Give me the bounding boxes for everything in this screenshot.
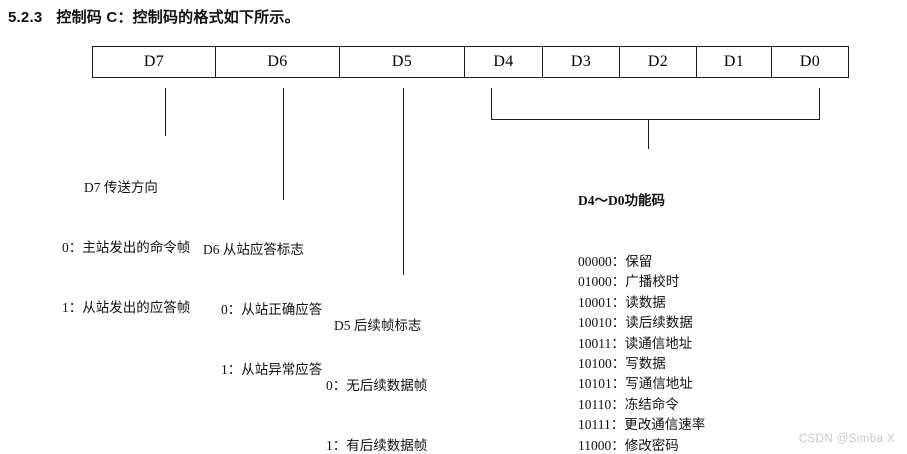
bit-cell-d3: D3 [543, 47, 620, 77]
function-code-separator: ： [611, 254, 626, 270]
function-code-row: 10010：读后续数据 [578, 313, 706, 333]
function-code-value: 10101 [578, 376, 612, 392]
function-code-row: 01000：广播校时 [578, 272, 706, 292]
function-code-description: 保留 [625, 254, 653, 270]
leader-line-d5 [403, 88, 404, 275]
function-code-value: 10001 [578, 294, 612, 310]
function-code-separator: ： [611, 335, 625, 351]
bracket-stem [648, 119, 649, 149]
note-d7-row-1: 1：从站发出的应答帧 [62, 300, 191, 315]
note-d6-row-0: 0：从站正确应答 [221, 302, 323, 317]
function-code-row: 10001：读数据 [578, 293, 706, 313]
note-d5-row-1: 1：有后续数据帧 [326, 438, 428, 453]
note-d7-title: D7 传送方向 [84, 180, 158, 195]
function-code-value: 10111 [578, 417, 611, 433]
function-code-value: 11000 [578, 437, 612, 453]
function-code-row: 10111：更改通信速率 [578, 415, 706, 435]
function-code-separator: ： [611, 437, 625, 453]
bit-cell-d5: D5 [340, 47, 465, 77]
function-code-list-title: D4～D0功能码 [578, 192, 665, 208]
function-code-separator: ： [611, 315, 626, 331]
bit-cell-d2: D2 [620, 47, 697, 77]
function-code-separator: ： [611, 376, 626, 392]
bit-cell-d6: D6 [216, 47, 340, 77]
watermark: CSDN @Simba X [798, 433, 895, 445]
function-code-separator: ： [610, 417, 625, 433]
bracket-horizontal-bar [491, 119, 820, 120]
function-code-row: 00000：保留 [578, 252, 706, 272]
function-code-value: 00000 [578, 254, 612, 270]
bit-cell-d4: D4 [465, 47, 543, 77]
function-code-description: 读通信地址 [624, 335, 693, 351]
function-code-description: 读后续数据 [625, 315, 693, 331]
bit-cell-d0: D0 [799, 53, 821, 70]
note-d6: D6 从站应答标志 0：从站正确应答 1：从站异常应答 [203, 200, 322, 420]
note-d5-title: D5 后续帧标志 [334, 318, 422, 333]
note-d7: D7 传送方向 0：主站发出的命令帧 1：从站发出的应答帧 [62, 138, 190, 358]
function-code-separator: ： [611, 274, 626, 290]
section-title: 控制码 C：控制码的格式如下所示。 [56, 9, 300, 26]
function-code-description: 写通信地址 [625, 376, 693, 392]
note-d6-row-1: 1：从站异常应答 [221, 362, 323, 377]
function-code-value: 10011 [578, 335, 612, 351]
note-d5: D5 后续帧标志 0：无后续数据帧 1：有后续数据帧 [326, 276, 427, 454]
bracket-left-arm [491, 88, 492, 120]
function-code-separator: ： [611, 356, 626, 372]
bracket-right-arm [819, 88, 820, 120]
function-code-description: 修改密码 [624, 437, 679, 453]
bit-cell-d7: D7 [93, 47, 216, 77]
function-code-separator: ： [611, 294, 626, 310]
function-code-description: 更改通信速率 [624, 417, 706, 433]
leader-line-d6 [283, 88, 284, 200]
note-d7-row-0: 0：主站发出的命令帧 [62, 240, 191, 255]
section-heading: 5.2.3 控制码 C：控制码的格式如下所示。 [8, 6, 300, 27]
function-code-description: 冻结命令 [624, 396, 679, 412]
bit-cell-d1: D1 [697, 47, 772, 77]
function-code-value: 10010 [578, 315, 612, 331]
note-d5-row-0: 0：无后续数据帧 [326, 378, 428, 393]
function-code-value: 10100 [578, 356, 612, 372]
leader-line-d7 [165, 88, 166, 136]
function-code-row: 10100：写数据 [578, 354, 706, 374]
note-d6-title: D6 从站应答标志 [203, 242, 304, 257]
function-code-row: 10110：冻结命令 [578, 395, 706, 415]
function-code-row: 10011：读通信地址 [578, 334, 706, 354]
function-code-value: 01000 [578, 274, 612, 290]
function-code-description: 读数据 [625, 294, 666, 310]
function-code-row: 11000：修改密码 [578, 436, 706, 454]
section-number: 5.2.3 [8, 9, 43, 26]
function-code-separator: ： [611, 396, 625, 412]
function-code-description: 广播校时 [625, 274, 680, 290]
function-code-row: 10101：写通信地址 [578, 374, 706, 394]
function-code-value: 10110 [578, 396, 612, 412]
function-code-description: 写数据 [625, 356, 666, 372]
